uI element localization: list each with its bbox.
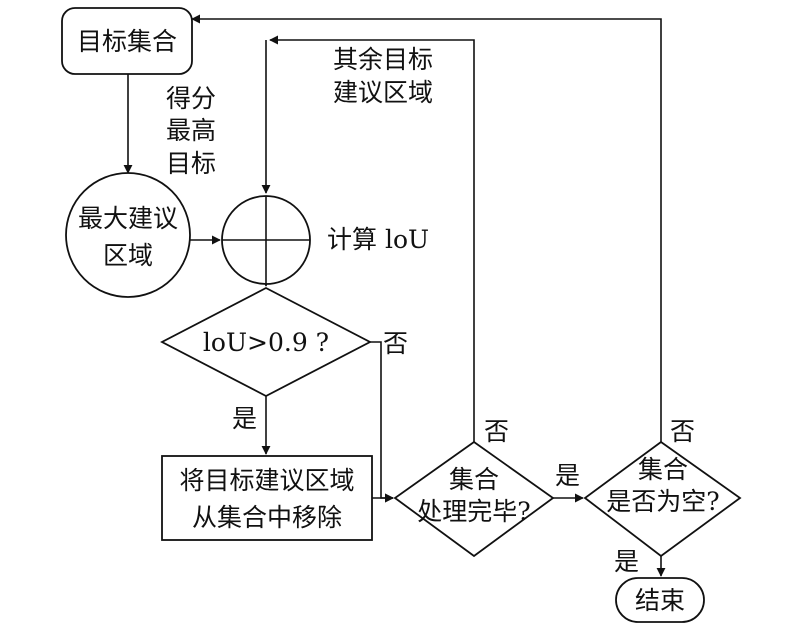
highest-label-1: 得分 (166, 84, 216, 113)
empty-label-2: 是否为空? (606, 487, 719, 516)
end-label: 结束 (635, 586, 685, 615)
iou-yes-label: 是 (232, 404, 257, 433)
empty-node (583, 440, 742, 558)
empty-yes-label: 是 (614, 547, 639, 576)
processed-node (393, 440, 555, 558)
max-region-label-1: 最大建议 (78, 204, 178, 233)
empty-no-label: 否 (670, 417, 695, 446)
remove-box-node (161, 455, 373, 541)
remaining-label-1: 其余目标 (333, 45, 433, 74)
processed-label-2: 处理完毕? (417, 497, 530, 526)
remove-box-label-1: 将目标建议区域 (179, 466, 354, 495)
arrow-empty-no (191, 14, 662, 442)
highest-label-3: 目标 (166, 149, 216, 178)
processed-yes-label: 是 (555, 461, 580, 490)
iou-check-label: loU>0.9 ? (203, 328, 329, 357)
processed-label-1: 集合 (449, 465, 499, 494)
max-region-label-2: 区域 (103, 241, 153, 270)
target-set-label: 目标集合 (77, 27, 177, 56)
iou-check-node (160, 286, 372, 398)
highest-label-2: 最高 (166, 116, 216, 145)
processed-no-label: 否 (484, 417, 509, 446)
end-node (615, 577, 705, 623)
arrow-processed-no (269, 35, 475, 442)
arrow-check-no (370, 341, 394, 503)
iou-no-label: 否 (383, 329, 408, 358)
compute-iou-label: 计算 loU (327, 225, 429, 254)
target-set-node (61, 7, 193, 75)
remaining-label-2: 建议区域 (333, 78, 433, 107)
empty-label-1: 集合 (638, 455, 688, 484)
max-region-node (65, 172, 191, 298)
remove-box-label-2: 从集合中移除 (192, 503, 342, 532)
